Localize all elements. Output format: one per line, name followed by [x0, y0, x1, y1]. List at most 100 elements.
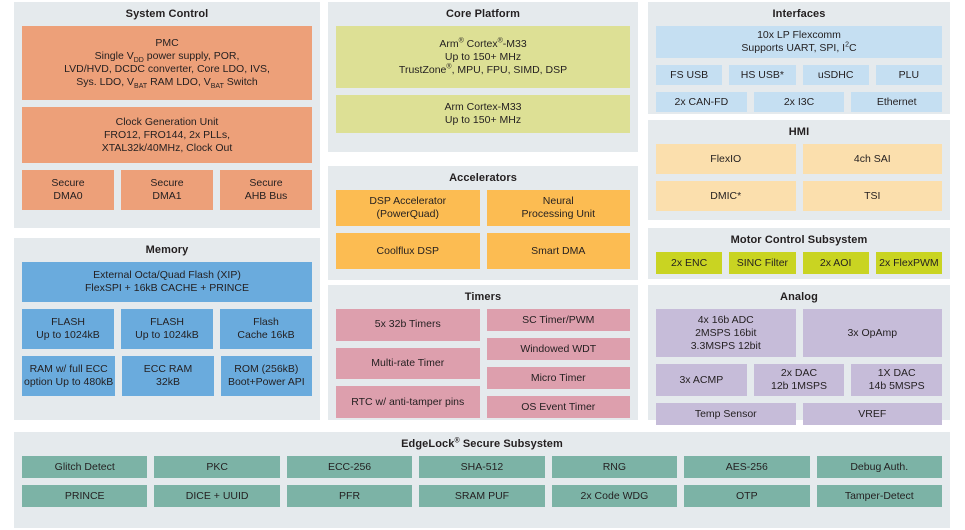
panel-motor-control-subsystem: Motor Control Subsystem 2x ENC SINC Filt… — [648, 228, 950, 279]
core2-line-2: Up to 150+ MHz — [444, 114, 522, 126]
panel-title-timers: Timers — [464, 291, 502, 303]
smart-dma-line-1: Smart DMA — [531, 244, 586, 257]
flexcomm-line-1: 10x LP Flexcomm — [757, 29, 841, 41]
dac1-line-1: 1X DAC — [877, 367, 916, 379]
block-usdhc: uSDHC — [802, 65, 869, 85]
block-coolflux-dsp: Coolflux DSP — [336, 233, 480, 269]
block-code-wdg: 2x Code WDG — [551, 485, 678, 507]
panel-title-analog: Analog — [780, 291, 818, 303]
block-dice-uuid: DICE + UUID — [154, 485, 280, 507]
block-plu: PLU — [875, 65, 942, 85]
ecc-ram-line-1: ECC RAM — [143, 363, 193, 375]
flash-cache-line-1: Flash — [253, 316, 279, 328]
block-ram-ecc: RAM w/ full ECC option Up to 480kB — [22, 356, 116, 396]
panel-title-hmi: HMI — [788, 126, 810, 138]
block-temp-sensor: Temp Sensor — [656, 403, 796, 425]
cgu-line-3: XTAL32k/40MHz, Clock Out — [101, 141, 233, 154]
block-1x-dac: 1X DAC 14b 5MSPS — [851, 364, 943, 396]
block-secure-ahb-bus: Secure AHB Bus — [220, 170, 312, 210]
block-rtc: RTC w/ anti-tamper pins — [336, 386, 480, 419]
rom-line-2: Boot+Power API — [227, 376, 305, 388]
block-acmp: 3x ACMP — [656, 364, 747, 396]
block-pkc: PKC — [154, 456, 280, 478]
panel-accelerators: Accelerators DSP Accelerator (PowerQuad)… — [328, 166, 638, 280]
pmc-line-4: Sys. LDO, VBAT RAM LDO, VBAT Switch — [76, 76, 258, 91]
block-prince: PRINCE — [22, 485, 148, 507]
block-secure-dma1: Secure DMA1 — [121, 170, 213, 210]
block-secure-dma0: Secure DMA0 — [22, 170, 114, 210]
block-glitch-detect: Glitch Detect — [22, 456, 148, 478]
pmc-line-3: LVD/HVD, DCDC converter, Core LDO, IVS, — [64, 63, 270, 75]
pmc-line-1: PMC — [155, 37, 179, 49]
secure-ahb-line-2: AHB Bus — [244, 190, 288, 202]
block-multi-rate-timer: Multi-rate Timer — [336, 347, 480, 380]
panel-memory: Memory External Octa/Quad Flash (XIP) Fl… — [14, 238, 320, 420]
block-sram-puf: SRAM PUF — [419, 485, 545, 507]
block-flash-1: FLASH Up to 1024kB — [121, 309, 213, 349]
ram-ecc-line-2: option Up to 480kB — [24, 376, 114, 388]
secure-dma0-line-2: DMA0 — [53, 190, 83, 202]
block-2x-aoi: 2x AOI — [802, 252, 869, 274]
panel-system-control: System Control PMC Single VDD power supp… — [14, 2, 320, 228]
block-lp-flexcomm: 10x LP Flexcomm Supports UART, SPI, I2C — [656, 26, 942, 58]
block-cortex-m33-secondary: Arm Cortex-M33 Up to 150+ MHz — [336, 95, 630, 133]
xip-line-1: External Octa/Quad Flash (XIP) — [93, 269, 241, 281]
flexcomm-line-2: Supports UART, SPI, I2C — [741, 41, 857, 55]
block-fs-usb: FS USB — [656, 65, 723, 85]
panel-edgelock-secure-subsystem: EdgeLock® Secure Subsystem Glitch Detect… — [14, 432, 950, 528]
block-tamper-detect: Tamper-Detect — [816, 485, 942, 507]
panel-title-core-platform: Core Platform — [445, 8, 521, 20]
block-ecc-ram: ECC RAM 32kB — [122, 356, 214, 396]
block-vref: VREF — [802, 403, 942, 425]
ram-ecc-line-1: RAM w/ full ECC — [29, 363, 108, 375]
coolflux-line-1: Coolflux DSP — [376, 244, 439, 257]
block-rng: RNG — [551, 456, 678, 478]
block-i3c: 2x I3C — [753, 92, 845, 112]
acmp-line-1: 3x ACMP — [679, 373, 724, 386]
core2-line-1: Arm Cortex-M33 — [444, 101, 522, 113]
flash-cache-line-2: Cache 16kB — [237, 329, 295, 341]
block-neural-processing-unit: Neural Processing Unit — [486, 190, 630, 226]
panel-hmi: HMI FlexIO 4ch SAI DMIC* TSI — [648, 120, 950, 220]
block-hs-usb: HS USB* — [729, 65, 796, 85]
adc-line-2: 2MSPS 16bit — [695, 326, 757, 339]
block-external-flash-xip: External Octa/Quad Flash (XIP) FlexSPI +… — [22, 262, 312, 302]
block-4ch-sai: 4ch SAI — [802, 144, 942, 174]
flash0-line-1: FLASH — [51, 316, 85, 328]
cgu-line-2: FRO12, FRO144, 2x PLLs, — [103, 128, 231, 141]
dsp-accel-line-2: (PowerQuad) — [376, 208, 439, 220]
rom-line-1: ROM (256kB) — [234, 363, 299, 375]
block-dmic: DMIC* — [656, 181, 796, 211]
block-2x-enc: 2x ENC — [656, 252, 723, 274]
xip-line-2: FlexSPI + 16kB CACHE + PRINCE — [85, 282, 249, 294]
block-smart-dma: Smart DMA — [486, 233, 630, 269]
block-debug-auth: Debug Auth. — [816, 456, 942, 478]
dsp-accel-line-1: DSP Accelerator — [369, 195, 447, 207]
block-16b-adc: 4x 16b ADC 2MSPS 16bit 3.3MSPS 12bit — [656, 309, 796, 357]
dac2-line-2: 12b 1MSPS — [770, 380, 828, 392]
panel-title-system-control: System Control — [125, 8, 209, 20]
flash0-line-2: Up to 1024kB — [36, 329, 100, 341]
block-flash-cache: Flash Cache 16kB — [220, 309, 312, 349]
block-aes-256: AES-256 — [684, 456, 810, 478]
flash1-line-1: FLASH — [150, 316, 184, 328]
block-opamp: 3x OpAmp — [802, 309, 942, 357]
dac1-line-2: 14b 5MSPS — [868, 380, 925, 392]
panel-title-memory: Memory — [145, 244, 189, 256]
panel-analog: Analog 4x 16b ADC 2MSPS 16bit 3.3MSPS 12… — [648, 285, 950, 425]
panel-title-interfaces: Interfaces — [772, 8, 826, 20]
block-rom: ROM (256kB) Boot+Power API — [220, 356, 312, 396]
opamp-line-1: 3x OpAmp — [847, 326, 898, 339]
pmc-line-2: Single VDD power supply, POR, — [94, 50, 240, 65]
secure-dma1-line-2: DMA1 — [152, 190, 182, 202]
panel-interfaces: Interfaces 10x LP Flexcomm Supports UART… — [648, 2, 950, 114]
block-pfr: PFR — [286, 485, 413, 507]
core1-line-3: TrustZone®, MPU, FPU, SIMD, DSP — [398, 63, 568, 76]
block-dsp-accelerator: DSP Accelerator (PowerQuad) — [336, 190, 480, 226]
secure-dma1-line-1: Secure — [150, 177, 184, 189]
block-sinc-filter: SINC Filter — [729, 252, 796, 274]
block-sc-timer-pwm: SC Timer/PWM — [486, 309, 630, 331]
panel-title-motor-control: Motor Control Subsystem — [730, 234, 868, 246]
block-sha-512: SHA-512 — [419, 456, 545, 478]
